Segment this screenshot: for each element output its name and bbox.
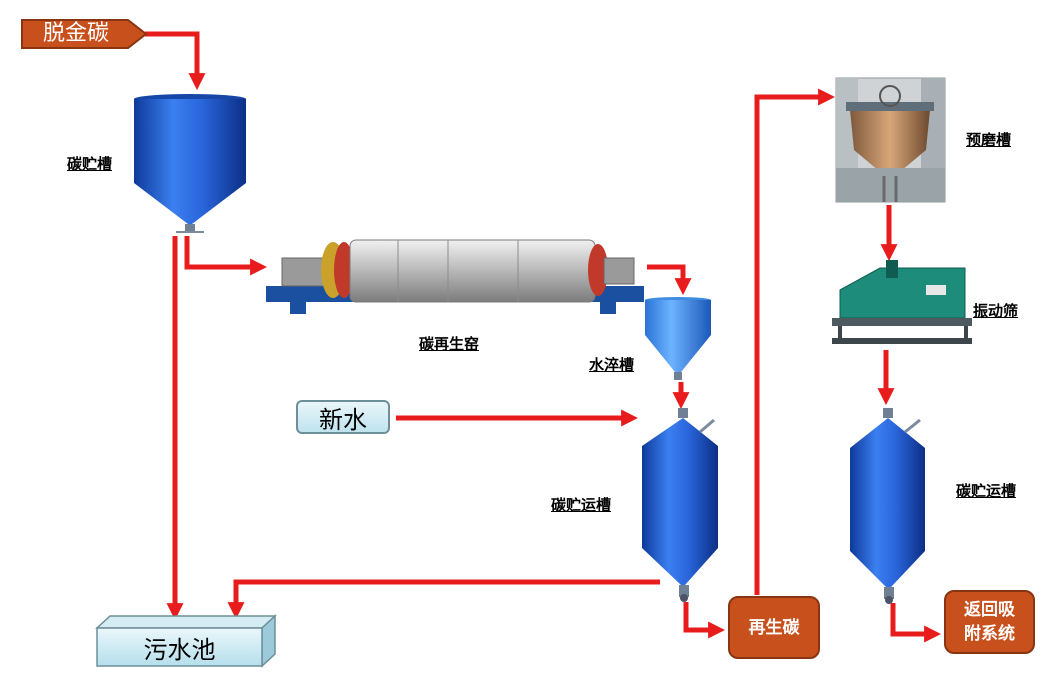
wastewater-pool-label: 污水池 [143,635,216,664]
carbon-storage-tank-label: 碳贮槽 [67,155,113,173]
transport-tank-2-label: 碳贮运槽 [956,482,1017,500]
carbon-source-tag-shape [21,19,148,49]
return-adsorption-box: 返回吸附系统 [944,590,1035,654]
quench-tank-label: 水淬槽 [589,356,635,374]
flow-arrows [145,31,942,643]
quench-tank-illustration [645,297,711,380]
transport-tank-1-illustration [642,408,718,602]
regenerated-carbon-label: 再生碳 [748,617,800,638]
transport-tank-1-label: 碳贮运槽 [551,496,612,514]
arrow-source-to-storage [145,31,206,91]
fresh-water-box: 新水 [296,400,390,434]
carbon-storage-tank-illustration [134,94,246,233]
carbon-source-label: 脱金碳 [42,21,109,46]
vibrating-screen-label: 振动筛 [973,302,1019,320]
return-adsorption-label: 返回吸附系统 [964,600,1015,644]
vibrating-screen-illustration [832,260,972,344]
carbon-source-tag: 脱金碳 [24,21,128,47]
arrow-transport-to-pool [227,579,660,620]
arrow-transport2-to-return [890,603,942,643]
regenerated-carbon-box: 再生碳 [728,596,820,659]
wastewater-pool-box: 污水池 [97,628,262,666]
pre-grinding-tank-illustration [835,77,946,203]
transport-tank-2-illustration [850,408,925,604]
arrow-regen-to-pregrind [754,88,836,595]
pre-grinding-tank-label: 预磨槽 [966,131,1012,149]
arrow-transport-to-regen [683,602,726,639]
wastewater-pool-illustration [95,614,277,668]
fresh-water-label: 新水 [319,405,367,434]
regeneration-kiln-illustration [266,239,644,314]
arrow-kiln-to-quench [647,264,692,296]
regeneration-kiln-label: 碳再生窑 [419,335,480,353]
arrow-storage-to-kiln [184,236,268,276]
